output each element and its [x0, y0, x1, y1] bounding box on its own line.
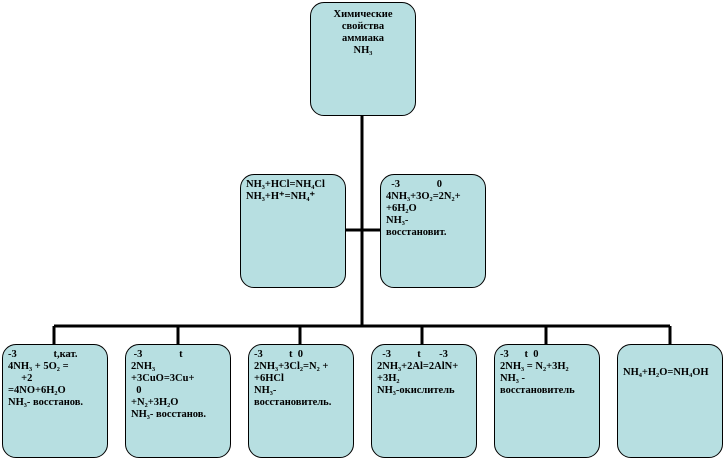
node-line: +3H₂: [377, 373, 400, 384]
node-line: восстановитель: [500, 385, 575, 396]
node-line: NH₃-окислитель: [377, 385, 455, 396]
bottom-node-1: -3 t,кат. 4NH₃ + 5O₂ = +2 =4NO+6H₂O NH₃-…: [2, 344, 108, 458]
node-line: -3 t 0: [254, 349, 303, 360]
node-line: NH₃- восстанов.: [8, 397, 84, 408]
root-line: свойства: [341, 21, 385, 32]
bottom-node-5: -3 t 0 2NH₃ = N₂+3H₂ NH₃ - восстановител…: [494, 344, 600, 458]
mid-node-oxygen: -3 0 4NH₃+3O₂=2N₂+ +6H₂O NH₃- восстанови…: [380, 174, 486, 288]
node-line: +6H₂O: [386, 203, 417, 214]
root-line: NH₃: [353, 45, 373, 56]
node-line: NH₃+HCl=NH₄Cl: [246, 179, 325, 190]
node-line: 2NH₃+3Cl₂=N₂ +: [254, 361, 329, 372]
node-line: NH₄+H₂O=NH₄OH: [623, 367, 709, 378]
node-line: NH₃ -: [500, 373, 526, 384]
node-line: -3 t 0: [500, 349, 539, 360]
node-line: NH₃- восстанов.: [131, 409, 207, 420]
root-line: Химические: [333, 9, 393, 20]
node-line: 2NH₃ = N₂+3H₂: [500, 361, 569, 372]
node-line: +3CuO=3Cu+: [131, 373, 195, 384]
node-line: восстановитель.: [254, 397, 332, 408]
node-line: +N₂+3H₂O: [131, 397, 179, 408]
node-line: +2: [8, 373, 33, 384]
node-line: 4NH₃ + 5O₂ =: [8, 361, 69, 372]
node-line: восстановит.: [386, 227, 447, 238]
node-line: 2NH₃: [131, 361, 156, 372]
node-line: -3 t -3: [377, 349, 448, 360]
node-line: +6HCl: [254, 373, 284, 384]
bottom-node-2: -3 t 2NH₃ +3CuO=3Cu+ 0 +N₂+3H₂O NH₃- вос…: [125, 344, 231, 458]
node-line: -3 0: [386, 179, 442, 190]
node-line: 2NH₃+2Al=2AlN+: [377, 361, 459, 372]
node-line: NH₃-: [386, 215, 409, 226]
root-node: Химические свойства аммиака NH₃: [310, 2, 416, 116]
node-line: -3 t: [131, 349, 183, 360]
bottom-node-3: -3 t 0 2NH₃+3Cl₂=N₂ + +6HCl NH₃- восстан…: [248, 344, 354, 458]
node-line: NH₃-: [254, 385, 277, 396]
node-line: -3 t,кат.: [8, 349, 78, 360]
root-line: аммиака: [342, 33, 384, 44]
node-line: NH₃+H⁺=NH₄⁺: [246, 191, 316, 202]
bottom-node-6: NH₄+H₂O=NH₄OH: [617, 344, 723, 458]
bottom-node-4: -3 t -3 2NH₃+2Al=2AlN+ +3H₂ NH₃-окислите…: [371, 344, 477, 458]
node-line: 0: [131, 385, 142, 396]
node-line: 4NH₃+3O₂=2N₂+: [386, 191, 461, 202]
node-line: =4NO+6H₂O: [8, 385, 66, 396]
mid-node-acid: NH₃+HCl=NH₄Cl NH₃+H⁺=NH₄⁺: [240, 174, 346, 288]
